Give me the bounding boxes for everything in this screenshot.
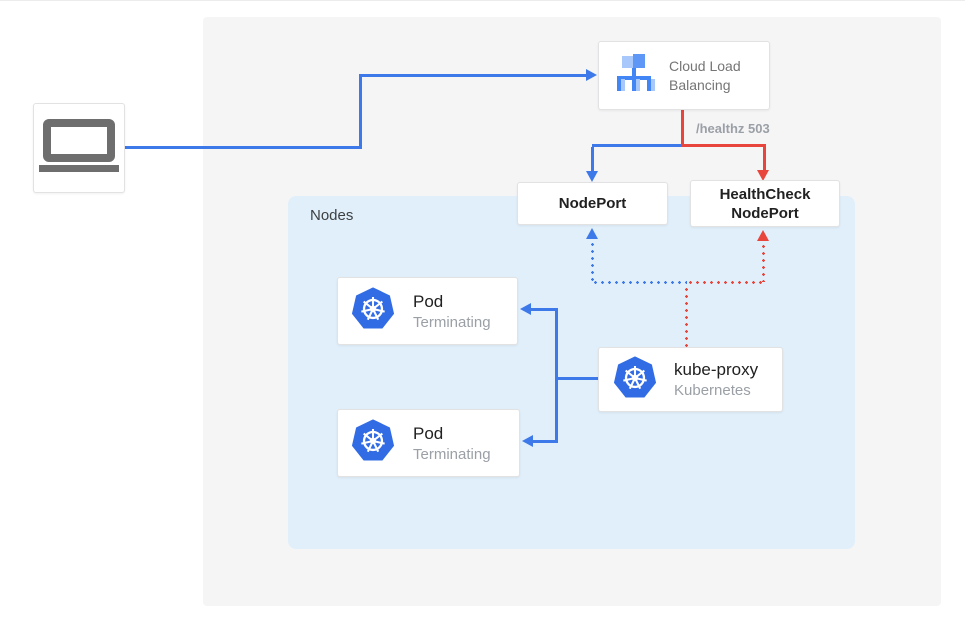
edge-client-to-lb-v	[359, 74, 362, 149]
clb-label-line1: Cloud Load	[669, 57, 741, 74]
edge-branch-red-h	[684, 144, 766, 147]
edge-to-pod2-h	[532, 440, 556, 443]
pod1-node: Pod Terminating	[337, 277, 518, 345]
pod2-status: Terminating	[413, 445, 491, 463]
pod2-text: Pod Terminating	[413, 423, 491, 464]
edge-client-to-lb-h1	[125, 146, 362, 149]
pod1-status: Terminating	[413, 313, 491, 331]
pod1-title: Pod	[413, 291, 444, 311]
kube-proxy-text: kube-proxy Kubernetes	[674, 359, 758, 400]
kubernetes-icon	[350, 417, 396, 469]
edge-kubeproxy-out-h	[556, 377, 598, 380]
healthcheck-nodeport-node: HealthCheck NodePort	[690, 180, 840, 227]
top-divider	[0, 0, 965, 1]
client-node	[33, 103, 125, 193]
nodes-label: Nodes	[310, 207, 354, 224]
cloud-load-balancing-label: Cloud Load Balancing	[669, 57, 741, 95]
edge-kubeproxy-dotted-v	[685, 286, 688, 347]
edge-dotted-blue-h	[592, 281, 687, 284]
healthcheck-label-line2: NodePort	[731, 204, 799, 222]
edge-dotted-red-v	[762, 243, 765, 282]
arrowhead-dotted-into-healthcheck	[757, 230, 769, 241]
edge-to-pod1-h	[530, 308, 556, 311]
arrowhead-into-load-balancer	[586, 69, 597, 81]
kube-proxy-node: kube-proxy Kubernetes	[598, 347, 783, 412]
edge-kubeproxy-pods-v	[555, 308, 558, 443]
load-balancer-icon	[612, 53, 656, 98]
pod2-node: Pod Terminating	[337, 409, 520, 477]
kube-proxy-title: kube-proxy	[674, 360, 759, 379]
clb-label-line2: Balancing	[669, 76, 731, 93]
edge-client-to-lb-h2	[362, 74, 587, 77]
edge-branch-blue-h	[592, 144, 681, 147]
kubernetes-icon	[612, 354, 658, 406]
nodeport-node: NodePort	[517, 182, 668, 225]
arrowhead-into-nodeport	[586, 171, 598, 182]
healthz-status-label: /healthz 503	[696, 121, 770, 136]
edge-branch-blue-v	[591, 147, 594, 172]
edge-lb-drop-red-v	[681, 110, 684, 147]
kubernetes-icon	[350, 285, 396, 337]
arrowhead-into-healthcheck-nodeport	[757, 170, 769, 181]
arrowhead-into-pod1	[520, 303, 531, 315]
kube-proxy-subtitle: Kubernetes	[674, 382, 751, 399]
pod2-title: Pod	[413, 423, 444, 443]
healthcheck-label-line1: HealthCheck	[719, 185, 811, 203]
nodeport-label: NodePort	[558, 195, 627, 212]
pod1-text: Pod Terminating	[413, 291, 491, 332]
arrowhead-dotted-into-nodeport	[586, 228, 598, 239]
cloud-load-balancing-node: Cloud Load Balancing	[598, 41, 770, 110]
edge-dotted-blue-v	[591, 241, 594, 282]
edge-branch-red-v	[763, 147, 766, 171]
laptop-icon	[39, 119, 119, 177]
arrowhead-into-pod2	[522, 435, 533, 447]
edge-dotted-red-h	[687, 281, 764, 284]
